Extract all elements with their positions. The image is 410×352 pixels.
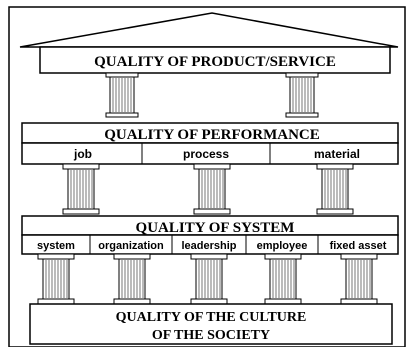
product-title: QUALITY OF PRODUCT/SERVICE [94,54,336,70]
columns-row-1 [105,72,319,118]
system-item-system: system [37,240,75,252]
column [190,253,228,305]
column [193,163,231,215]
column [285,72,319,118]
system-item-employee: employee [257,240,308,252]
column [340,253,378,305]
system-title: QUALITY OF SYSTEM [136,220,295,236]
culture-title-line1: QUALITY OF THE CULTURE [116,310,307,325]
column [62,163,100,215]
system-item-fixed-asset: fixed asset [330,240,387,252]
product-beam [39,46,391,74]
performance-title: QUALITY OF PERFORMANCE [104,127,320,143]
system-item-leadership: leadership [181,240,236,252]
culture-foundation [29,303,393,345]
performance-item-job: job [73,147,92,161]
performance-item-material: material [314,147,360,161]
columns-row-3 [37,253,378,305]
column [316,163,354,215]
columns-row-2 [62,163,354,215]
column [37,253,75,305]
culture-title-line2: OF THE SOCIETY [152,328,270,343]
column [264,253,302,305]
performance-item-process: process [183,147,229,161]
system-item-organization: organization [98,240,164,252]
column [105,72,139,118]
roof [19,12,399,48]
column [113,253,151,305]
